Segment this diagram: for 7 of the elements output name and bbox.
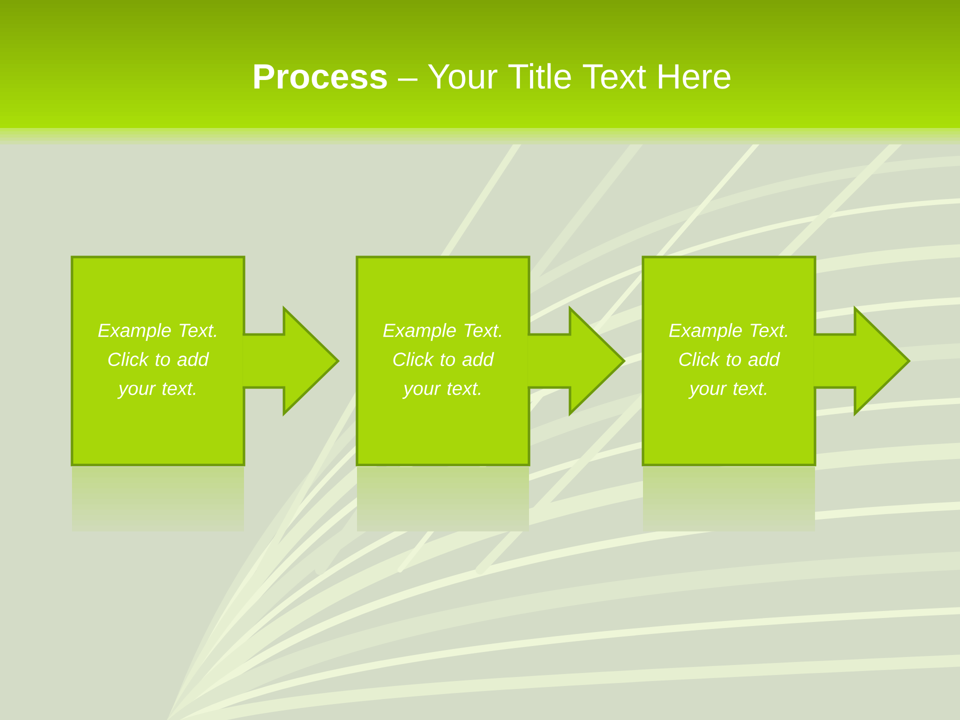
- process-box: Example Text. Click to add your text.: [356, 256, 530, 466]
- block-arrow: [526, 306, 626, 416]
- block-arrow: [812, 306, 911, 416]
- process-box: Example Text. Click to add your text.: [642, 256, 816, 466]
- block-arrow: [241, 306, 340, 416]
- process-box: Example Text. Click to add your text.: [70, 256, 246, 466]
- title: Process – Your Title Text Here: [254, 63, 730, 89]
